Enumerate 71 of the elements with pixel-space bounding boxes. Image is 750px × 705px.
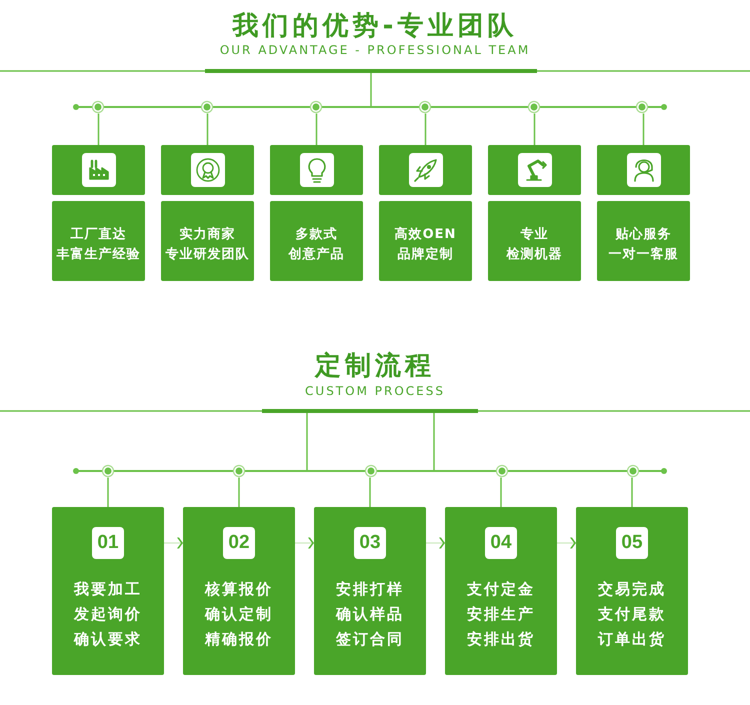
feature-card xyxy=(379,201,472,281)
connector-line xyxy=(534,114,536,145)
card-text: 工厂直达 xyxy=(70,226,126,243)
feature-card xyxy=(488,201,581,281)
connector-line xyxy=(370,73,372,106)
step-number: 02 xyxy=(223,527,255,559)
card-text: 我要加工 xyxy=(74,580,142,599)
connector-line xyxy=(206,114,208,145)
connector-line xyxy=(107,478,109,507)
icon-card xyxy=(52,145,145,195)
connector-line xyxy=(500,478,502,507)
step-card xyxy=(183,507,295,675)
step-number: 04 xyxy=(485,527,517,559)
subtitle: CUSTOM PROCESS xyxy=(305,384,445,398)
card-text: 贴心服务 xyxy=(616,226,672,243)
card-text: 确认样品 xyxy=(336,605,404,624)
connector-line xyxy=(642,114,644,145)
title: 我们的优势-专业团队 xyxy=(232,10,518,43)
card-text: 创意产品 xyxy=(288,246,344,263)
card-text: 签订合同 xyxy=(336,630,404,649)
card-text: 支付定金 xyxy=(467,580,535,599)
subtitle: OUR ADVANTAGE - PROFESSIONAL TEAM xyxy=(220,43,530,57)
connector-line xyxy=(306,413,308,470)
connector-rail xyxy=(73,464,667,478)
connector-line xyxy=(238,478,240,507)
card-text: 交易完成 xyxy=(598,580,666,599)
icon-card xyxy=(488,145,581,195)
card-text: 品牌定制 xyxy=(398,246,454,263)
step-number: 01 xyxy=(92,527,124,559)
card-text: 精确报价 xyxy=(205,630,273,649)
step-card xyxy=(576,507,688,675)
card-text: 高效OEN xyxy=(394,226,456,243)
step-number: 05 xyxy=(616,527,648,559)
step-card xyxy=(445,507,557,675)
step-number: 03 xyxy=(354,527,386,559)
card-text: 发起询价 xyxy=(74,605,142,624)
card-text: 多款式 xyxy=(296,226,338,243)
header-bar xyxy=(205,69,537,73)
step-card xyxy=(52,507,164,675)
icon-card xyxy=(161,145,254,195)
icon-card xyxy=(597,145,690,195)
card-text: 确认定制 xyxy=(205,605,273,624)
card-text: 丰富生产经验 xyxy=(56,246,140,263)
header-bar xyxy=(262,409,478,413)
connector-line xyxy=(369,478,371,507)
connector-line xyxy=(98,114,100,145)
connector-line xyxy=(433,413,435,470)
connector-line xyxy=(316,114,318,145)
card-text: 专业研发团队 xyxy=(166,246,250,263)
card-text: 实力商家 xyxy=(180,226,236,243)
section-heading: 定制流程 xyxy=(315,350,435,383)
feature-card xyxy=(52,201,145,281)
feature-card xyxy=(597,201,690,281)
card-text: 订单出货 xyxy=(598,630,666,649)
connector-rail xyxy=(73,100,667,114)
card-text: 安排生产 xyxy=(467,605,535,624)
icon-card xyxy=(270,145,363,195)
card-text: 专业 xyxy=(520,226,548,243)
card-text: 核算报价 xyxy=(205,580,273,599)
card-text: 安排打样 xyxy=(336,580,404,599)
step-card xyxy=(314,507,426,675)
feature-card xyxy=(161,201,254,281)
feature-card xyxy=(270,201,363,281)
card-text: 安排出货 xyxy=(467,630,535,649)
card-text: 检测机器 xyxy=(506,246,562,263)
connector-line xyxy=(631,478,633,507)
connector-line xyxy=(424,114,426,145)
card-text: 支付尾款 xyxy=(598,605,666,624)
card-text: 一对一客服 xyxy=(608,246,678,263)
card-text: 确认要求 xyxy=(74,630,142,649)
icon-card xyxy=(379,145,472,195)
